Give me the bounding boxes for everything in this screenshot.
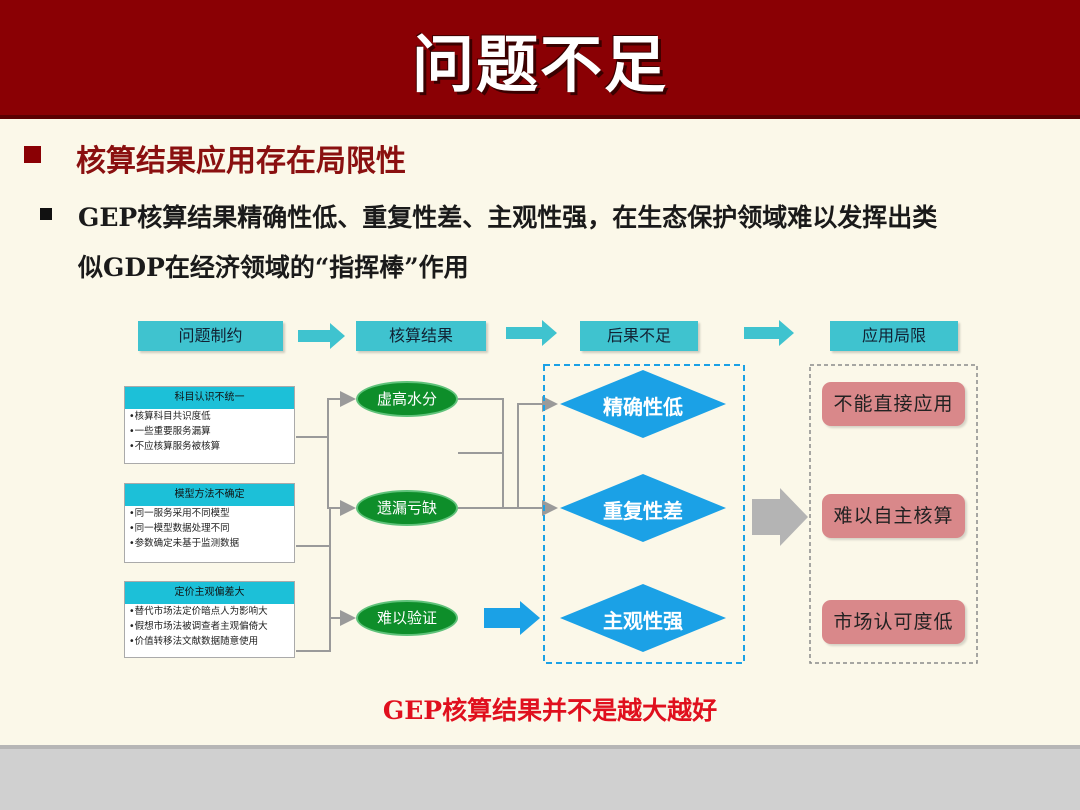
connector-line bbox=[327, 437, 356, 516]
title-bar: 问题不足 bbox=[0, 0, 1080, 119]
cause-item: •同一模型数据处理不同 bbox=[129, 523, 230, 534]
small-square-bullet-icon bbox=[40, 208, 52, 220]
gray-arrow-icon bbox=[752, 488, 808, 546]
consequence-group bbox=[543, 364, 745, 664]
cause-item: •不应核算服务被核算 bbox=[129, 441, 221, 452]
cause-item: •同一服务采用不同模型 bbox=[129, 508, 230, 519]
connector-line bbox=[296, 391, 356, 438]
bottom-bar bbox=[0, 745, 1080, 810]
page-title: 问题不足 bbox=[411, 28, 668, 101]
limitation-group bbox=[809, 364, 978, 664]
result-oval: 虚高水分 bbox=[356, 381, 458, 417]
square-bullet-icon bbox=[24, 146, 41, 163]
cause-box: 模型方法不确定 •同一服务采用不同模型 •同一模型数据处理不同 •参数确定未基于… bbox=[124, 483, 295, 563]
cause-box: 科目认识不统一 •核算科目共识度低 •一些重要服务漏算 •不应核算服务被核算 bbox=[124, 386, 295, 464]
stage-arrow-icon bbox=[298, 323, 345, 349]
consequence-diamond bbox=[560, 584, 726, 652]
limitation-box: 市场认可度低 bbox=[822, 600, 965, 644]
stage-header-result: 核算结果 bbox=[356, 321, 486, 351]
consequence-diamond bbox=[560, 474, 726, 542]
flow-diagram bbox=[296, 320, 978, 664]
cause-title: 模型方法不确定 bbox=[125, 484, 294, 506]
consequence-label: 精确性低 bbox=[603, 395, 683, 419]
bullet-text-line-2: 似GDP在经济领域的“指挥棒”作用 bbox=[78, 253, 469, 282]
result-oval: 难以验证 bbox=[356, 600, 458, 636]
limitation-box: 难以自主核算 bbox=[822, 494, 965, 538]
connector-line bbox=[329, 546, 356, 626]
bullet-text-line-1: GEP核算结果精确性低、重复性差、主观性强，在生态保护领域难以发挥出类 bbox=[78, 203, 938, 232]
stage-header-limitation: 应用局限 bbox=[830, 321, 958, 351]
conclusion-text: GEP核算结果并不是越大越好 bbox=[382, 696, 718, 725]
connector-line bbox=[458, 396, 558, 509]
cause-item: •核算科目共识度低 bbox=[129, 411, 211, 422]
stage-arrow-icon bbox=[506, 320, 557, 346]
blue-arrow-icon bbox=[484, 601, 540, 635]
cause-box: 定价主观偏差大 •替代市场法定价暗点人为影响大 •假想市场法被调查者主观偏倚大 … bbox=[124, 581, 295, 658]
stage-header-consequence: 后果不足 bbox=[580, 321, 698, 351]
cause-item: •替代市场法定价暗点人为影响大 bbox=[129, 606, 268, 617]
cause-title: 定价主观偏差大 bbox=[125, 582, 294, 604]
cause-item: •一些重要服务漏算 bbox=[129, 426, 211, 437]
stage-header-problem: 问题制约 bbox=[138, 321, 283, 351]
cause-item: •参数确定未基于监测数据 bbox=[129, 538, 240, 549]
connector-line bbox=[296, 618, 331, 652]
cause-item: •价值转移法文献数据随意使用 bbox=[129, 636, 259, 647]
consequence-diamond bbox=[560, 370, 726, 438]
cause-item: •假想市场法被调查者主观偏倚大 bbox=[129, 621, 268, 632]
slide: 问题不足 核算结果应用存在局限性 GEP核算结果精确性低、重复性差、主观性强，在… bbox=[0, 0, 1080, 745]
consequence-label: 主观性强 bbox=[603, 609, 683, 633]
limitation-box: 不能直接应用 bbox=[822, 382, 965, 426]
consequence-label: 重复性差 bbox=[603, 499, 683, 523]
stage-arrow-icon bbox=[744, 320, 794, 346]
connector-line bbox=[296, 508, 331, 547]
section-heading: 核算结果应用存在局限性 bbox=[76, 144, 406, 179]
result-oval: 遗漏亏缺 bbox=[356, 490, 458, 526]
cause-title: 科目认识不统一 bbox=[125, 387, 294, 409]
